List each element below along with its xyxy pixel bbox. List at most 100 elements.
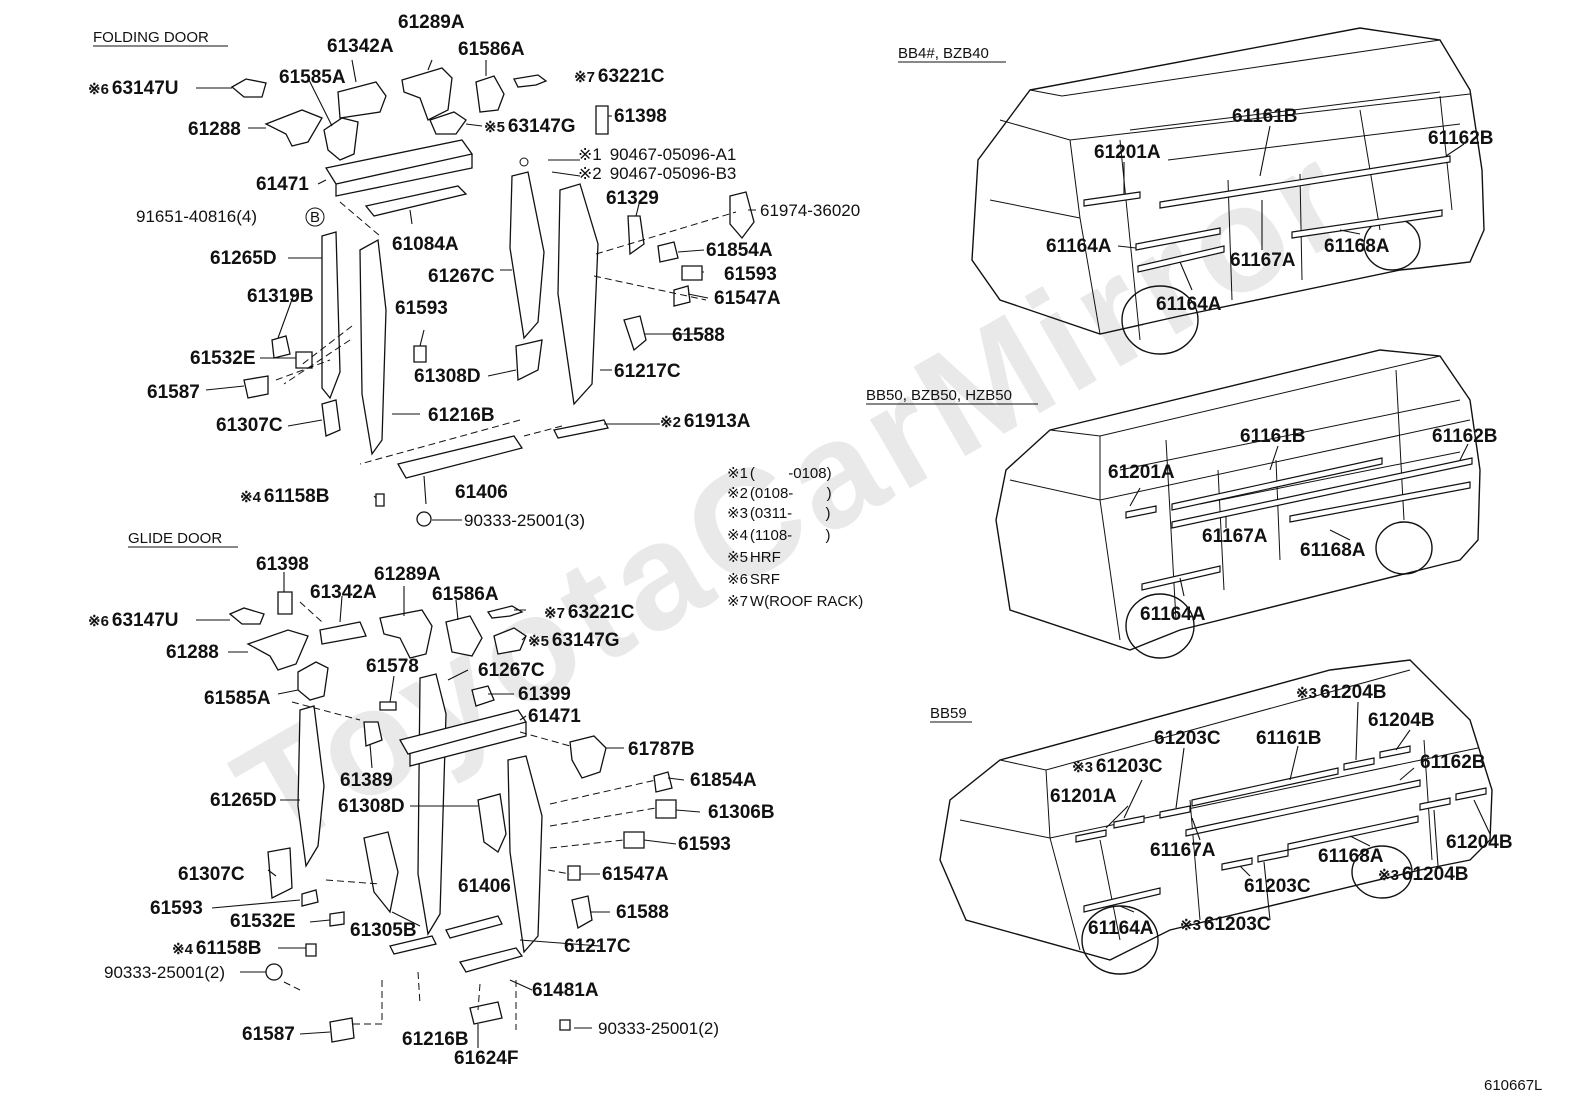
molding-strip — [1185, 779, 1421, 837]
part-label: 61854A — [706, 240, 773, 261]
note: ※4(1108- ) — [727, 527, 831, 544]
part-label: 61319B — [247, 286, 314, 307]
part-sketch — [359, 238, 387, 456]
molding-strip — [1171, 457, 1473, 529]
part-sketch — [265, 963, 283, 981]
part-sketch — [595, 105, 609, 135]
part-label: 61164A — [1156, 294, 1222, 315]
molding-strip — [1171, 457, 1383, 511]
part-sketch — [379, 701, 397, 711]
molding-strip — [1419, 797, 1451, 811]
part-label: 61471 — [256, 174, 309, 195]
part-label: 61307C — [178, 864, 245, 885]
part-sketch — [493, 627, 527, 655]
part-label: 61342A — [327, 36, 394, 57]
part-sketch — [519, 157, 529, 167]
part-sketch — [379, 609, 433, 659]
part-label: 61787B — [628, 739, 695, 760]
part-sketch — [477, 793, 507, 853]
part-sketch — [559, 1019, 571, 1031]
part-label: 61217C — [564, 936, 631, 957]
part-label: 61288 — [188, 119, 241, 140]
part-label: 61217C — [614, 361, 681, 382]
part-sketch — [623, 831, 645, 849]
leader-line — [1117, 125, 1465, 291]
part-sketch — [323, 117, 359, 161]
part-label: 61167A — [1230, 250, 1296, 271]
part-sketch — [445, 915, 503, 939]
part-label: 61164A — [1088, 918, 1154, 939]
part-label: 61167A — [1150, 840, 1216, 861]
part-label: 61203C — [1244, 876, 1311, 897]
molding-strip — [1083, 191, 1141, 207]
part-label: 61164A — [1140, 604, 1206, 625]
part-label: 61168A — [1318, 846, 1384, 867]
molding-strip — [1257, 849, 1289, 863]
part-sketch — [623, 315, 647, 352]
note: ※1( -0108) — [727, 465, 832, 482]
part-label: 90333-25001(2) — [598, 1019, 719, 1038]
part-sketch — [673, 285, 691, 307]
part-label: 90333-25001(3) — [464, 511, 585, 530]
part-label: 61162B — [1420, 752, 1486, 773]
leader-line — [275, 201, 737, 465]
part-label: 61162B — [1432, 426, 1498, 447]
part-sketch — [417, 673, 447, 936]
part-sketch — [363, 721, 383, 747]
note: ※2(0108- ) — [727, 485, 832, 502]
part-sketch — [363, 831, 399, 914]
van-wheel — [1351, 845, 1413, 899]
part-sketch — [295, 351, 313, 369]
part-sketch — [401, 67, 453, 121]
part-sketch — [571, 895, 593, 930]
part-label: 61854A — [690, 770, 757, 791]
part-label: 61578 — [366, 656, 419, 677]
part-sketch — [375, 493, 385, 507]
part-label: 61481A — [532, 980, 599, 1001]
part-label: 61267C — [478, 660, 545, 681]
part-sketch — [475, 75, 505, 113]
van-title-bb59: BB59 — [930, 705, 967, 722]
part-label: 61308D — [414, 366, 481, 387]
part-label: 61398 — [614, 106, 667, 127]
van-title-bb4: BB4#, BZB40 — [898, 45, 989, 62]
molding-strip — [1125, 505, 1157, 519]
part-sketch — [655, 799, 677, 819]
part-label: 61342A — [310, 582, 377, 603]
part-sketch — [653, 771, 673, 793]
van-body-outline — [959, 669, 1479, 951]
part-sketch — [399, 709, 528, 767]
part-label: 61204B — [1368, 710, 1435, 731]
part-label: 61204B — [1446, 832, 1513, 853]
part-label: 61406 — [458, 876, 511, 897]
b-marker-circle — [305, 207, 325, 227]
part-label: 61308D — [338, 796, 405, 817]
part-label: 61161B — [1232, 106, 1298, 127]
part-sketch — [246, 629, 309, 671]
leader-line — [1129, 443, 1469, 597]
part-sketch — [569, 735, 607, 779]
molding-strip — [1083, 887, 1161, 913]
part-label: 61265D — [210, 790, 277, 811]
molding-strip — [1221, 857, 1253, 871]
part-sketch — [389, 935, 437, 955]
part-sketch — [397, 435, 524, 479]
part-label: 61201A — [1094, 142, 1161, 163]
part-label: 61974-36020 — [760, 201, 860, 220]
part-label: 61593 — [150, 898, 203, 919]
part-label: 61289A — [398, 12, 465, 33]
note: ※3(0311- ) — [727, 505, 831, 522]
part-sketch — [553, 419, 609, 439]
van-body-outline — [995, 349, 1481, 651]
part-sketch — [458, 947, 524, 973]
part-label: 61593 — [395, 298, 448, 319]
part-label: 61305B — [350, 920, 417, 941]
part-sketch — [228, 607, 265, 625]
part-label: 90333-25001(2) — [104, 963, 225, 982]
